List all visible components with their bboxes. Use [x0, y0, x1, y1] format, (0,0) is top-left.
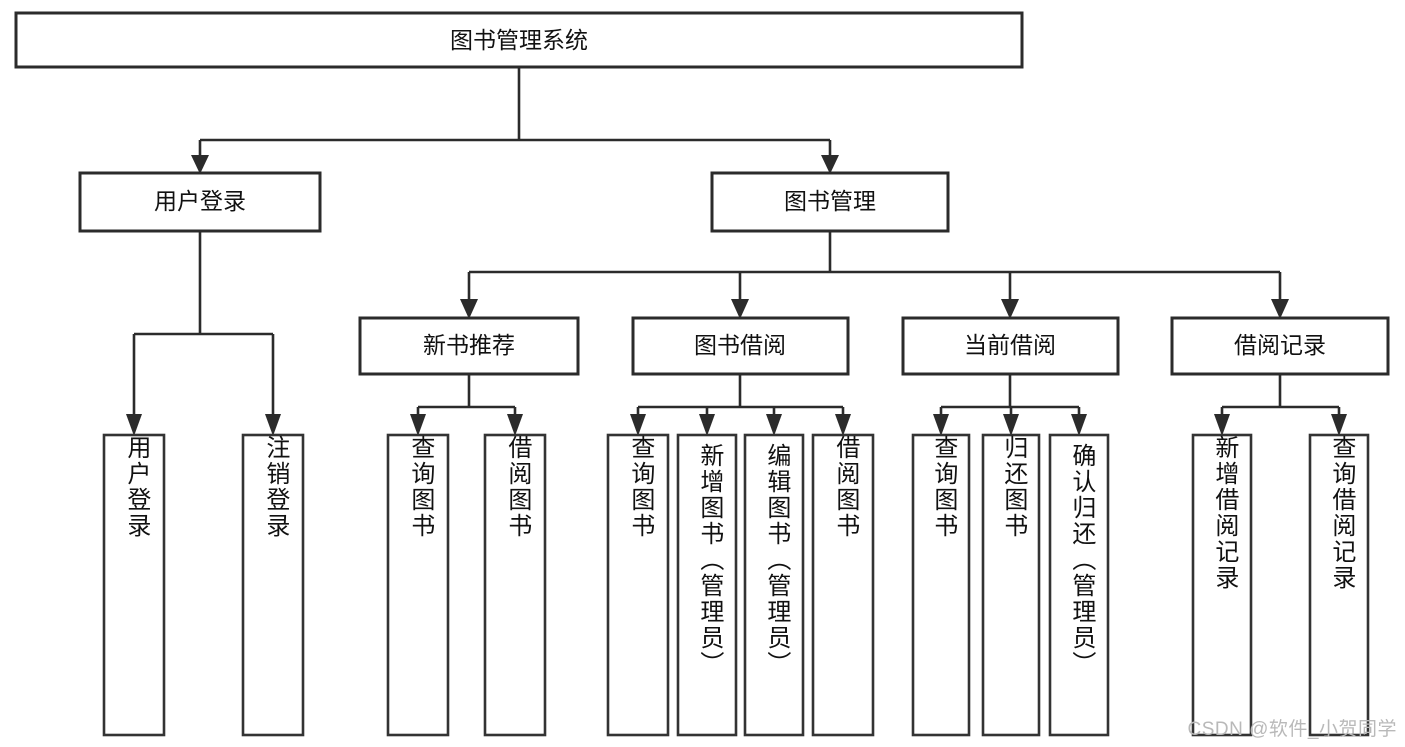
arrowhead-icon — [699, 414, 715, 436]
arrowhead-icon — [731, 299, 749, 319]
arrowhead-icon — [630, 414, 646, 436]
leaf-box-query-book-3[interactable] — [911, 433, 971, 737]
arrowhead-icon — [766, 414, 782, 436]
leaf-box-borrow-book-2[interactable] — [811, 433, 875, 737]
node-borrow-record-box[interactable] — [1170, 316, 1390, 376]
arrowhead-icon — [265, 414, 281, 436]
leaf-box-query-book-1[interactable] — [386, 433, 450, 737]
watermark-text: CSDN @软件_小贺同学 — [1187, 719, 1397, 740]
node-user-login-box[interactable] — [78, 171, 322, 233]
arrowhead-icon — [1001, 299, 1019, 319]
node-book-manage-label: 图书管理 — [784, 188, 876, 214]
arrowhead-icon — [835, 414, 851, 436]
node-new-book-recommend[interactable]: 新书推荐 — [358, 316, 580, 376]
connector-newbook-to-leaves — [410, 374, 523, 436]
arrowhead-icon — [507, 414, 523, 436]
leaf-box-confirm-return[interactable] — [1048, 433, 1110, 737]
arrowhead-icon — [460, 299, 478, 319]
node-root-label: 图书管理系统 — [450, 27, 588, 53]
node-root-box[interactable] — [14, 11, 1024, 69]
arrowhead-icon — [821, 155, 839, 174]
leaf-box-add-book[interactable] — [676, 433, 738, 737]
node-book-borrow[interactable]: 图书借阅 — [631, 316, 850, 376]
node-new-book-recommend-box[interactable] — [358, 316, 580, 376]
connector-userlogin-to-leaves — [126, 231, 281, 436]
connector-bookmanage-to-level3 — [460, 231, 1289, 319]
leaf-box-logout[interactable] — [241, 433, 305, 737]
arrowhead-icon — [1271, 299, 1289, 319]
node-root[interactable]: 图书管理系统 — [14, 11, 1024, 69]
arrowhead-icon — [126, 414, 142, 436]
arrowhead-icon — [933, 414, 949, 436]
node-book-borrow-box[interactable] — [631, 316, 850, 376]
leaf-box-user-login[interactable] — [102, 433, 166, 737]
node-book-manage-box[interactable] — [710, 171, 950, 233]
connector-currentborrow-to-leaves — [933, 374, 1087, 436]
node-new-book-recommend-label: 新书推荐 — [423, 332, 515, 358]
node-current-borrow-label: 当前借阅 — [964, 332, 1056, 358]
leaf-box-borrow-book-1[interactable] — [483, 433, 547, 737]
arrowhead-icon — [410, 414, 426, 436]
node-current-borrow[interactable]: 当前借阅 — [901, 316, 1120, 376]
arrowhead-icon — [191, 155, 209, 174]
arrowhead-icon — [1003, 414, 1019, 436]
node-borrow-record[interactable]: 借阅记录 — [1170, 316, 1390, 376]
leaf-box-query-book-2[interactable] — [606, 433, 670, 737]
connector-root-to-level2 — [191, 67, 839, 174]
node-book-borrow-label: 图书借阅 — [694, 332, 786, 358]
arrowhead-icon — [1071, 414, 1087, 436]
node-current-borrow-box[interactable] — [901, 316, 1120, 376]
arrowhead-icon — [1331, 414, 1347, 436]
leaf-box-return-book[interactable] — [981, 433, 1041, 737]
node-book-manage[interactable]: 图书管理 — [710, 171, 950, 233]
node-borrow-record-label: 借阅记录 — [1234, 332, 1326, 358]
leaf-box-edit-book[interactable] — [743, 433, 805, 737]
leaf-boxes — [102, 433, 1370, 737]
node-user-login-label: 用户登录 — [154, 188, 246, 214]
arrowhead-icon — [1214, 414, 1230, 436]
connector-borrowrecord-to-leaves — [1214, 374, 1347, 436]
leaf-box-query-record[interactable] — [1308, 433, 1370, 737]
connector-bookborrow-to-leaves — [630, 374, 851, 436]
leaf-box-add-record[interactable] — [1191, 433, 1253, 737]
node-user-login[interactable]: 用户登录 — [78, 171, 322, 233]
